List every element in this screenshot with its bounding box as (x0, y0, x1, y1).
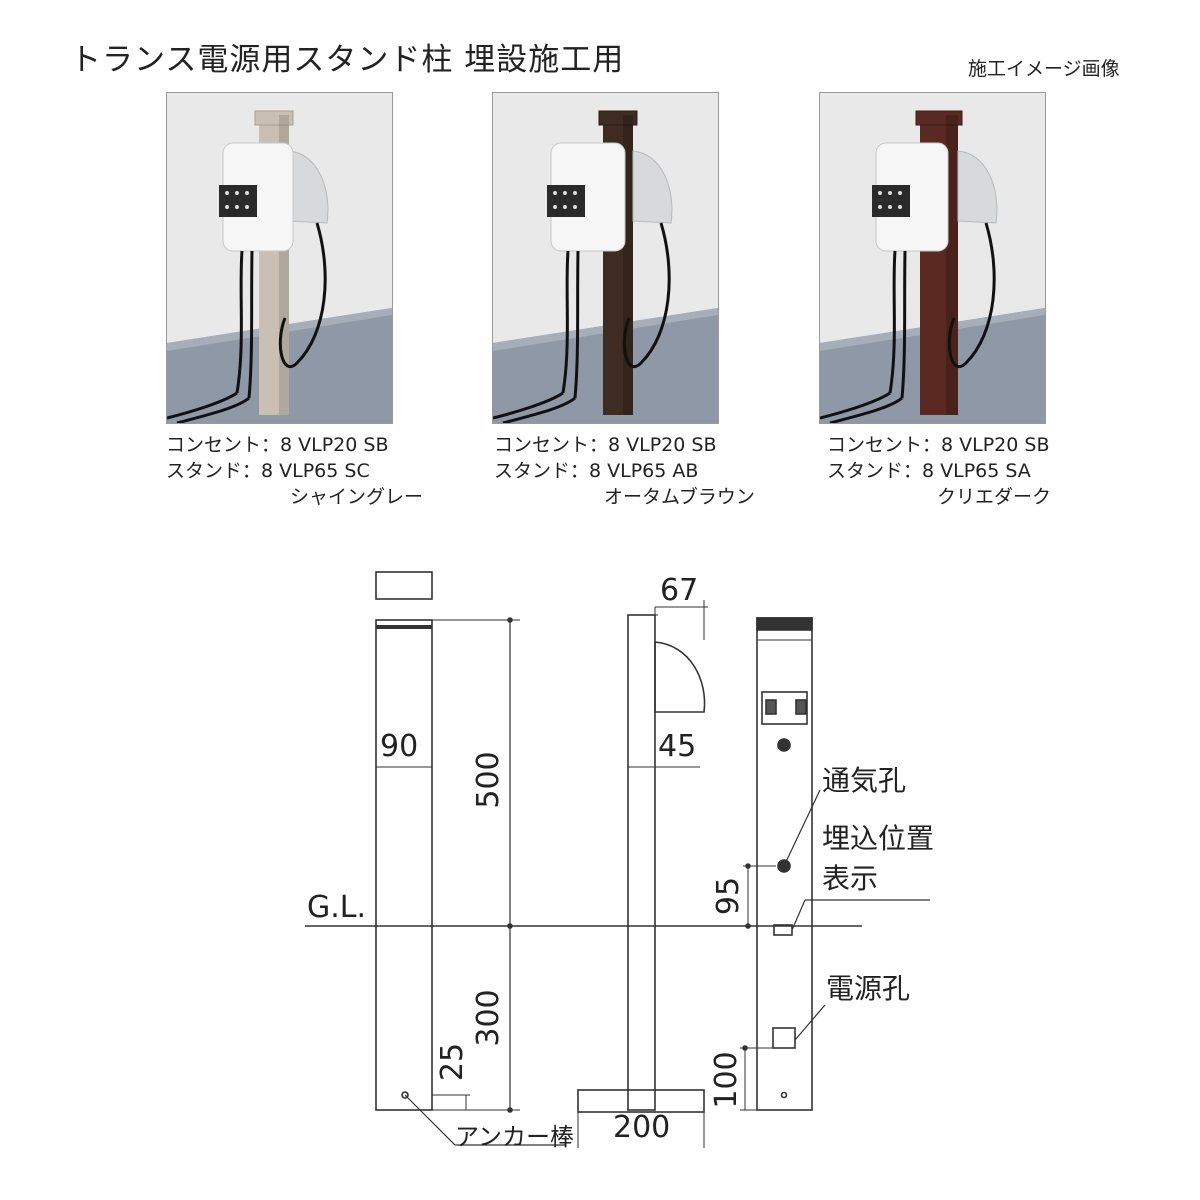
front-post-outline (375, 619, 433, 1111)
outlet-model-label: コンセント：8 VLP20 SB (494, 434, 717, 456)
product-photo-3 (819, 92, 1046, 424)
burial-mark-label-1: 埋込位置 (822, 822, 934, 855)
color-name-label: クリエダーク (937, 486, 1052, 508)
dim-base-width: 200 (613, 1110, 670, 1145)
ground-level-label: G.L. (307, 890, 366, 925)
burial-mark-label-2: 表示 (822, 862, 878, 895)
dim-depth-below: 300 (471, 989, 506, 1046)
back-upper-vent (777, 738, 791, 752)
front-top-cap (375, 571, 433, 600)
product-caption-2: コンセント：8 VLP20 SB スタンド：8 VLP65 AB オータムブラウ… (494, 432, 755, 510)
anchor-rod-mark (401, 1091, 409, 1099)
product-caption-1: コンセント：8 VLP20 SB スタンド：8 VLP65 SC シャイングレー (166, 432, 423, 510)
color-name-label: シャイングレー (290, 486, 424, 508)
dim-power-hole-height: 100 (709, 1051, 744, 1108)
anchor-rod-label: アンカー棒 (455, 1123, 574, 1151)
product-photo-2 (492, 92, 719, 424)
stand-illustration-1 (167, 93, 392, 423)
dim-vent-height: 95 (711, 877, 746, 915)
power-hole-label: 電源孔 (826, 972, 910, 1005)
stand-model-label: スタンド：8 VLP65 AB (494, 460, 699, 482)
product-photo-1 (166, 92, 393, 424)
image-note: 施工イメージ画像 (968, 58, 1120, 80)
stand-illustration-3 (820, 93, 1045, 423)
stand-model-label: スタンド：8 VLP65 SC (166, 460, 370, 482)
product-caption-3: コンセント：8 VLP20 SB スタンド：8 VLP65 SA クリエダーク (827, 432, 1051, 510)
stand-illustration-2 (493, 93, 718, 423)
dim-head-depth: 67 (660, 573, 698, 608)
dim-side-width: 45 (658, 729, 696, 764)
stand-model-label: スタンド：8 VLP65 SA (827, 460, 1031, 482)
side-outlet-cover (654, 641, 706, 713)
side-post-outline (627, 614, 656, 1111)
outlet-model-label: コンセント：8 VLP20 SB (827, 434, 1050, 456)
power-hole-mark (772, 1027, 796, 1049)
dim-anchor-offset: 25 (435, 1043, 470, 1081)
outlet-model-label: コンセント：8 VLP20 SB (166, 434, 389, 456)
dim-width-front: 90 (380, 729, 418, 764)
side-base-plate (577, 1089, 705, 1113)
page-title: トランス電源用スタンド柱 埋設施工用 (70, 42, 625, 78)
color-name-label: オータムブラウン (604, 486, 755, 508)
vent-hole-label: 通気孔 (822, 764, 906, 797)
back-outlet-panel (761, 691, 808, 725)
dim-height-above: 500 (471, 751, 506, 808)
